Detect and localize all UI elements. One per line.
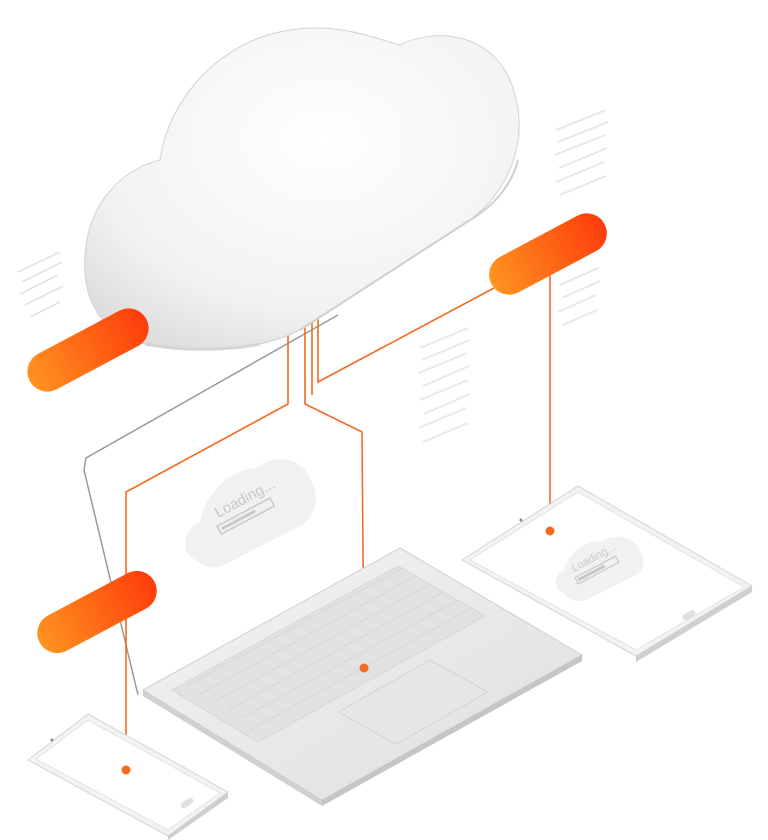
data-streaks-center: [418, 327, 471, 443]
laptop-node-dot: [359, 663, 369, 673]
connector-cloud-to-phone: [125, 305, 289, 770]
cloud: [84, 27, 520, 351]
data-streaks-left: [17, 251, 64, 318]
data-streaks-right-mid: [557, 267, 601, 326]
connector-cloud-to-laptop: [304, 305, 365, 669]
laptop: [142, 547, 584, 806]
tablet-loading-bar: [574, 555, 620, 585]
data-streaks-right-top: [554, 109, 609, 196]
tablet-node-dot: [545, 526, 555, 536]
tablet-loading-bar-fill: [577, 564, 606, 582]
connector-lines: [125, 270, 551, 770]
phone: [27, 713, 229, 840]
accent-pill-right: [489, 213, 607, 295]
laptop-keys: [185, 567, 473, 731]
accent-pill-left-top: [27, 308, 149, 392]
phone-node-dot: [121, 765, 131, 775]
laptop-loading-bar: [216, 497, 276, 536]
connector-cloud-to-tablet: [317, 287, 495, 384]
laptop-loading-bar-fill: [221, 509, 257, 531]
laptop-loading-cloud: Loading...: [185, 459, 317, 568]
laptop-trackpad: [336, 659, 490, 745]
accent-pill-left-bottom: [37, 570, 157, 654]
